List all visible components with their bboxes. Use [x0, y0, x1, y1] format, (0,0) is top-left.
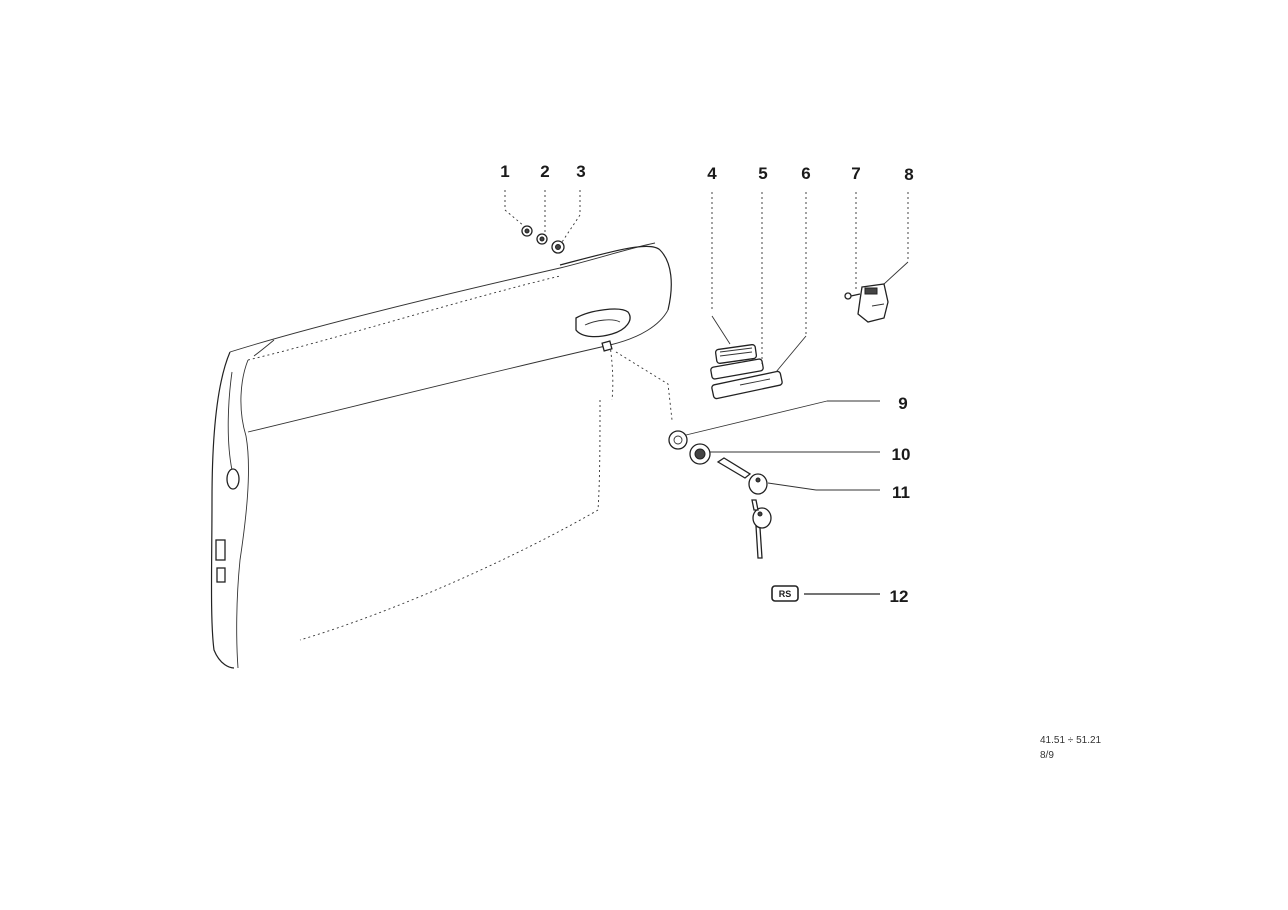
callout-5: 5: [758, 164, 767, 183]
leader-lines: [504, 190, 909, 595]
rs-badge: RS: [771, 585, 799, 602]
striker-bracket: [844, 283, 889, 323]
callout-10: 10: [892, 445, 911, 464]
callout-3: 3: [576, 162, 585, 181]
callout-11: 11: [892, 483, 910, 502]
callout-9: 9: [898, 394, 907, 413]
lock-cylinder-assembly: [668, 430, 772, 559]
door-handle-recess: [575, 308, 631, 352]
page-number: 8/9: [1040, 750, 1054, 761]
handle-components: [710, 344, 783, 400]
callout-12: 12: [890, 587, 909, 606]
callout-2: 2: [540, 162, 549, 181]
small-fastener-parts: [521, 225, 565, 254]
callout-1: 1: [500, 162, 509, 181]
callout-4: 4: [707, 164, 717, 183]
assembly-guide-line: [615, 351, 673, 421]
reference-code: 41.51 ÷ 51.21: [1040, 735, 1102, 746]
callout-7: 7: [851, 164, 860, 183]
callout-numbers: 1 2 3 4 5 6 7 8 9 10 11 12: [500, 162, 913, 606]
door-panel: [210, 242, 672, 669]
rs-badge-label: RS: [779, 589, 792, 599]
callout-6: 6: [801, 164, 810, 183]
callout-8: 8: [904, 165, 913, 184]
